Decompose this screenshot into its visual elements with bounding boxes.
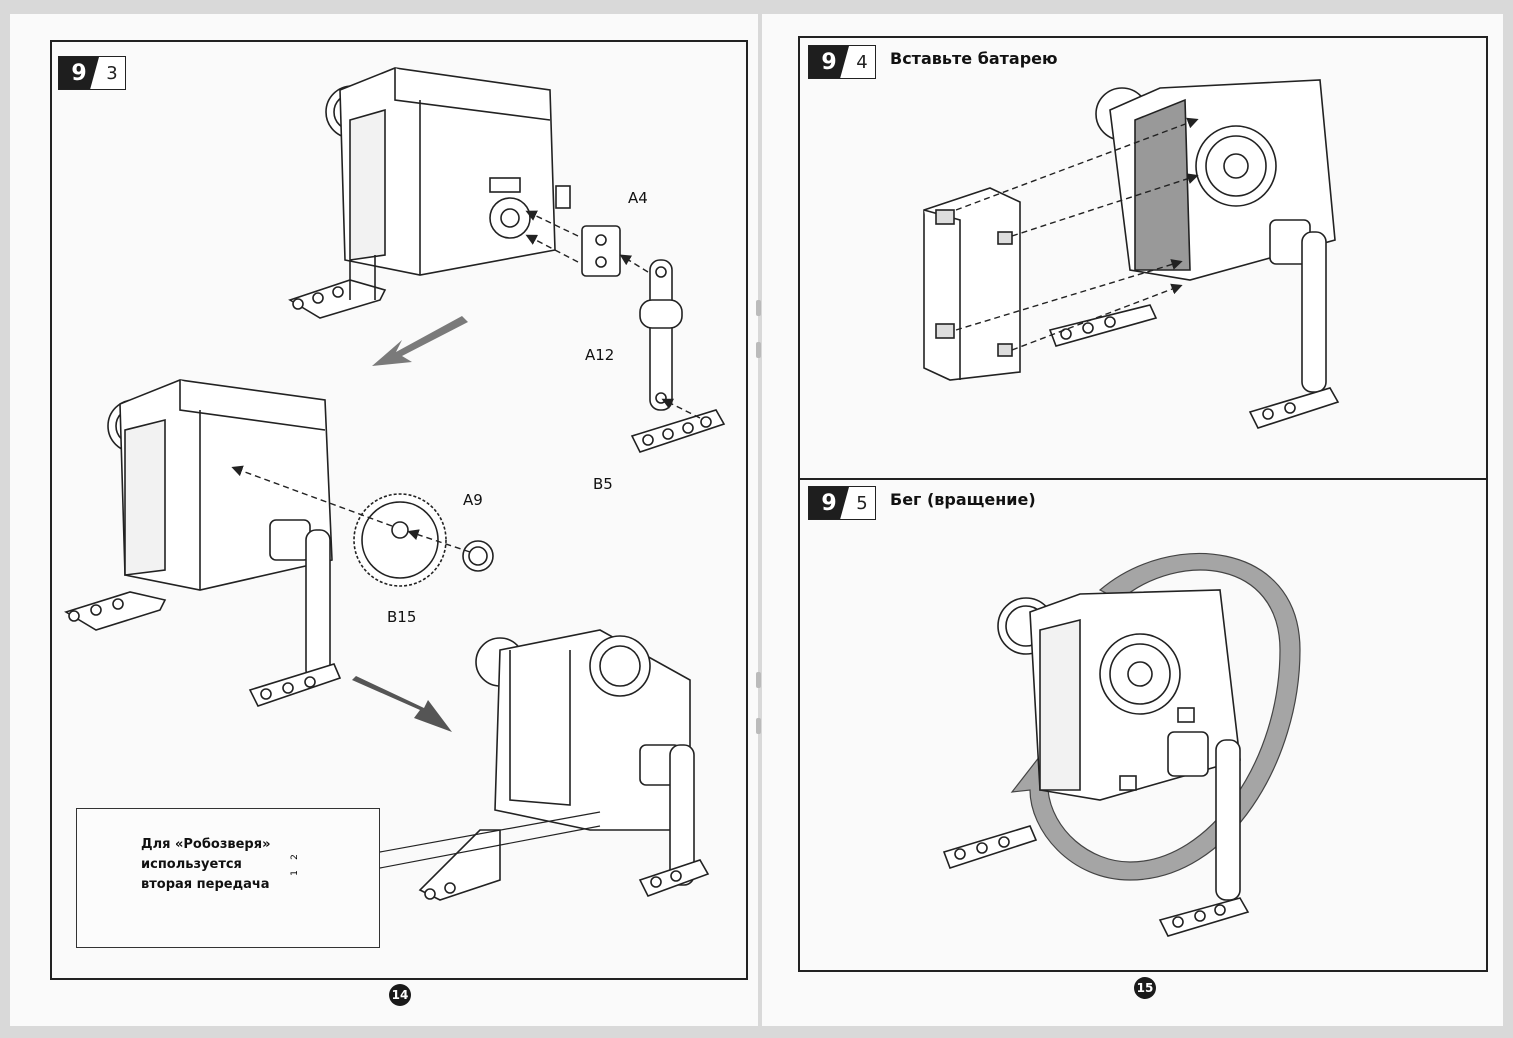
rotation-arrow-icon — [1010, 553, 1301, 881]
gear-note-box: Для «Робозверя» используется вторая пере… — [76, 808, 380, 948]
gearbox-bottom — [418, 629, 710, 901]
note-line-2: используется — [141, 857, 242, 872]
label-b15: B15 — [387, 608, 417, 626]
note-line-1: Для «Робозверя» — [141, 837, 271, 852]
step-title-running: Бег (вращение) — [890, 490, 1036, 509]
label-a4: A4 — [628, 189, 648, 207]
label-a9: A9 — [463, 491, 483, 509]
step-badge-9-4: 9 4 — [808, 45, 876, 79]
step-title-insert-battery: Вставьте батарею — [890, 49, 1058, 68]
gearbox-running — [942, 589, 1250, 937]
connector-a4 — [581, 225, 621, 277]
step-badge-9-3: 9 3 — [58, 56, 126, 90]
note-text: Для «Робозверя» используется вторая пере… — [141, 835, 291, 895]
step-badge-9-5: 9 5 — [808, 486, 876, 520]
page-number-left: 14 — [389, 984, 411, 1006]
gear-b15 — [353, 493, 447, 587]
battery-holder — [923, 187, 1021, 381]
gearbox-top — [288, 67, 571, 319]
note-line-3: вторая передача — [141, 877, 270, 892]
direction-arrow-icon — [352, 676, 452, 732]
page-number-right: 15 — [1134, 977, 1156, 999]
direction-arrow-icon — [372, 316, 468, 366]
step-minor: 4 — [856, 51, 868, 73]
label-b5: B5 — [593, 475, 613, 493]
cap-a9 — [462, 540, 494, 572]
switch-mark-2: 2 — [289, 854, 300, 860]
foot-b5 — [630, 409, 726, 453]
gearbox-battery-step — [1048, 79, 1340, 429]
step-minor: 3 — [106, 62, 118, 84]
step-minor: 5 — [856, 492, 868, 514]
leg-a12 — [639, 259, 683, 411]
gearbox-middle — [64, 379, 342, 707]
switch-mark-1: 1 — [289, 870, 300, 876]
label-a12: A12 — [585, 346, 615, 364]
